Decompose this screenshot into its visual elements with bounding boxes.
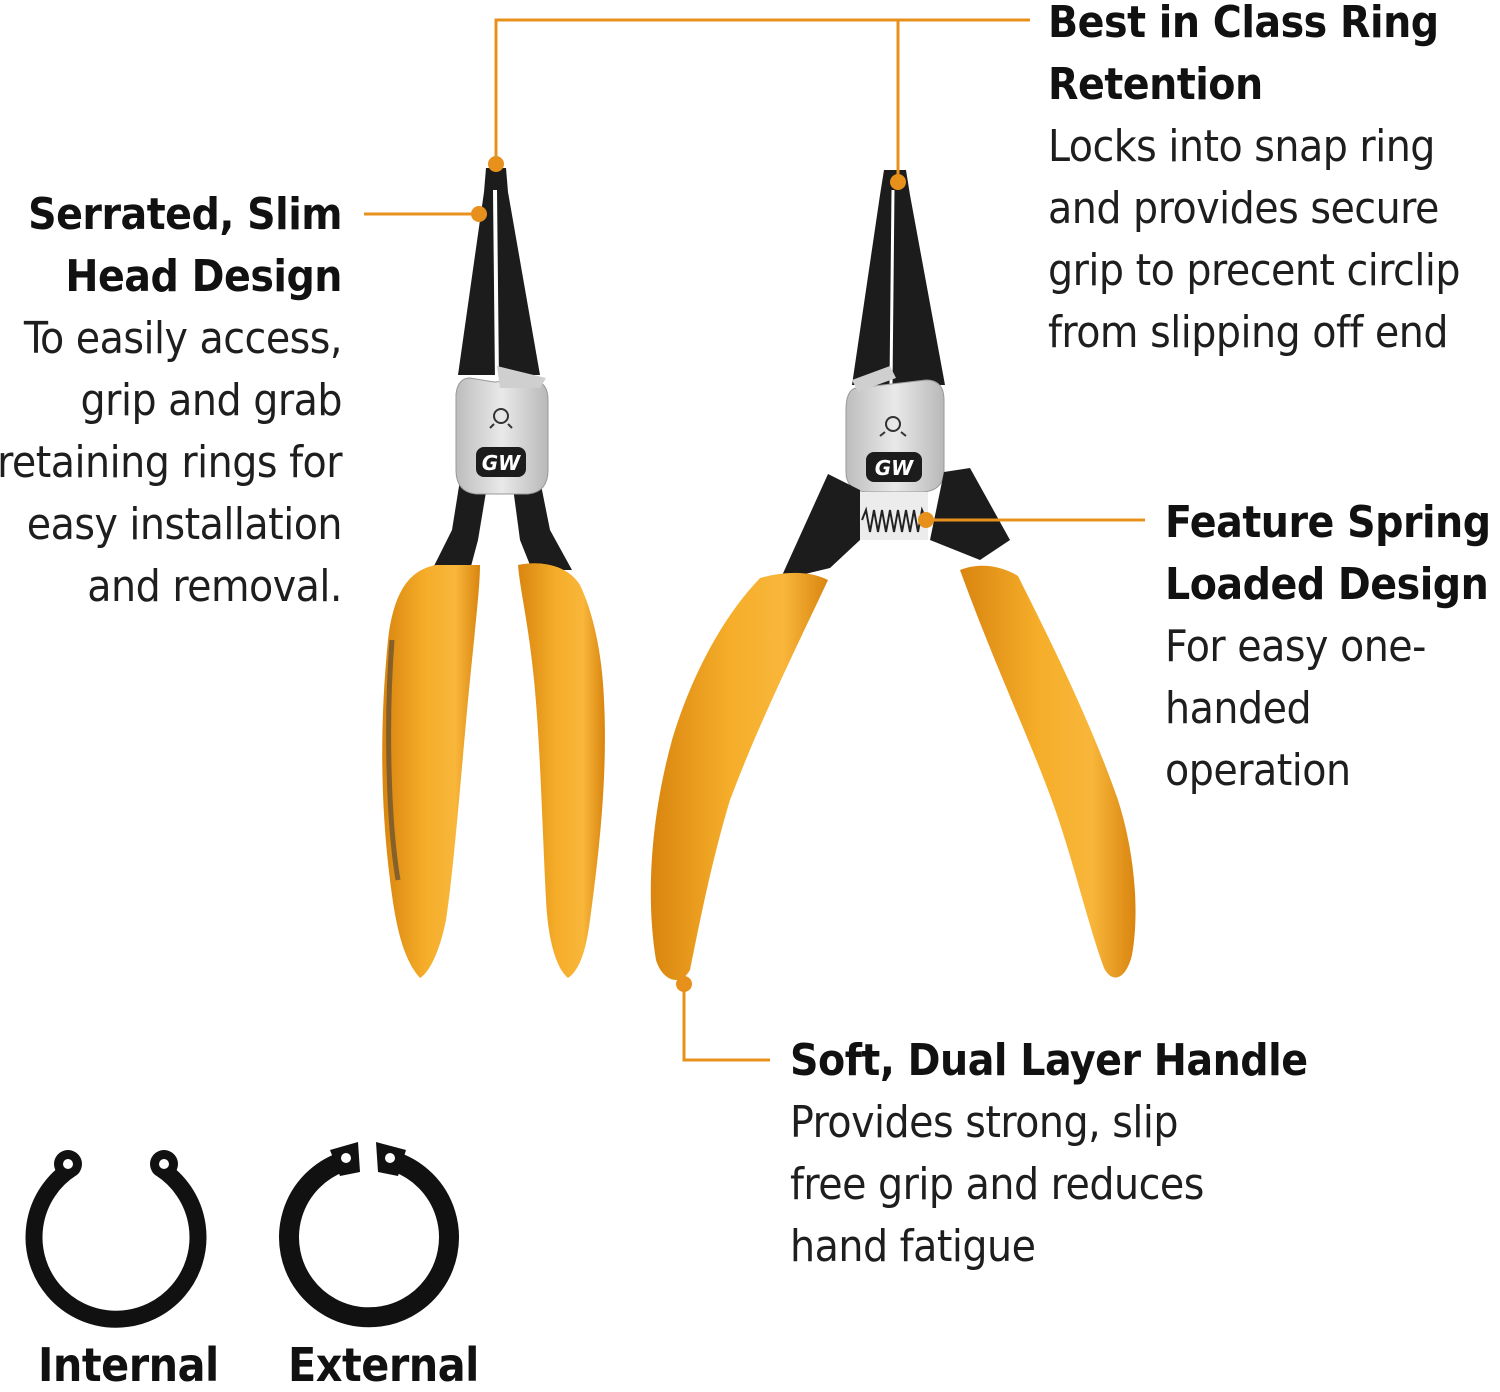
callout-spring-title-line1: Feature Spring <box>1165 497 1491 548</box>
callout-handle-title: Soft, Dual Layer Handle <box>790 1035 1308 1086</box>
callout-serrated-desc-line1: To easily access, <box>23 313 343 364</box>
callout-retention-desc-line3: grip to precent circlip <box>1048 245 1460 296</box>
leader-handle <box>682 986 770 1062</box>
left-plier-jaw <box>458 168 540 375</box>
left-plier-illustration <box>382 168 605 978</box>
right-plier-illustration <box>650 170 1136 981</box>
anchor-dot-handle <box>676 976 692 992</box>
callout-leader-lines <box>364 18 1145 1062</box>
spring-coil <box>861 506 927 533</box>
callout-retention-desc-line2: and provides secure <box>1048 183 1439 234</box>
external-ring-label: External <box>288 1338 479 1392</box>
callout-serrated-title-line2: Head Design <box>65 251 342 302</box>
callout-spring-desc-line2: handed operation <box>1165 683 1351 796</box>
callout-spring-title-line2: Loaded Design <box>1165 559 1489 610</box>
callout-spring-loaded: Feature Spring Loaded Design For easy on… <box>1165 492 1500 802</box>
callout-handle-desc-line1: Provides strong, slip <box>790 1097 1179 1148</box>
callout-ring-retention: Best in Class Ring Retention Locks into … <box>1048 0 1500 364</box>
callout-handle-desc-line3: hand fatigue <box>790 1221 1036 1272</box>
left-plier-logo-text: GW <box>482 451 521 475</box>
callout-serrated-head: Serrated, Slim Head Design To easily acc… <box>0 184 343 618</box>
left-plier-handle-left <box>382 565 480 978</box>
callout-serrated-desc-line5: and removal. <box>87 561 342 612</box>
callout-retention-desc-line4: from slipping off end <box>1048 307 1448 358</box>
callout-anchor-dots <box>471 156 934 992</box>
callout-serrated-title-line1: Serrated, Slim <box>28 189 342 240</box>
anchor-dot-left-tip <box>488 156 504 172</box>
right-plier-jaw <box>852 170 945 385</box>
leader-retention <box>494 18 1030 178</box>
left-plier-stem-right <box>512 480 572 570</box>
right-plier-logo-badge <box>866 452 922 482</box>
callout-serrated-desc-line3: retaining rings for <box>0 437 343 488</box>
internal-ring-label: Internal <box>38 1338 219 1392</box>
callout-dual-layer-handle: Soft, Dual Layer Handle Provides strong,… <box>790 1030 1310 1278</box>
anchor-dot-right-tip <box>890 174 906 190</box>
right-plier-arm-left <box>780 474 860 580</box>
callout-handle-desc-line2: free grip and reduces <box>790 1159 1204 1210</box>
callout-spring-desc-line1: For easy one- <box>1165 621 1426 672</box>
callout-serrated-desc-line2: grip and grab <box>80 375 343 426</box>
right-plier-handle-left <box>650 572 828 981</box>
callout-retention-desc-line1: Locks into snap ring <box>1048 121 1435 172</box>
internal-ring-icon <box>25 1150 207 1328</box>
right-plier-logo-text: GW <box>875 456 914 480</box>
callout-retention-title-line1: Best in Class Ring <box>1048 0 1439 48</box>
anchor-dot-serrated <box>471 206 487 222</box>
left-plier-handle-right <box>518 563 605 978</box>
left-plier-stem-left <box>432 480 488 570</box>
right-plier-arm-right <box>930 468 1010 560</box>
left-plier-logo-badge <box>476 447 526 477</box>
external-ring-icon <box>279 1142 459 1328</box>
anchor-dot-spring <box>918 512 934 528</box>
callout-retention-title-line2: Retention <box>1048 59 1263 110</box>
callout-serrated-desc-line4: easy installation <box>26 499 343 550</box>
right-plier-handle-right <box>960 565 1136 978</box>
